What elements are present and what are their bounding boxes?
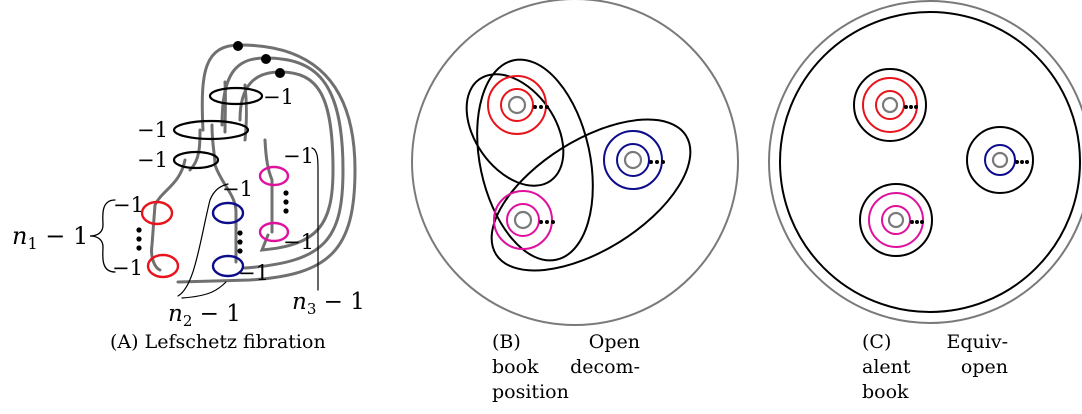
vertical-ellipsis-magenta xyxy=(283,190,289,214)
label-m1-red-top: −1 xyxy=(113,193,144,217)
strand-magenta xyxy=(263,138,274,234)
inner-boundary-circle xyxy=(779,11,1081,313)
caption-a-tag: (A) xyxy=(110,331,139,353)
strand-blue xyxy=(213,163,238,264)
strand-inner-top-2 xyxy=(243,83,248,142)
basepoint-dot-3 xyxy=(275,68,285,78)
caption-c-tag: (C) xyxy=(862,331,892,353)
ellipse-top xyxy=(465,73,565,187)
label-n2-minus-1: n2 − 1 xyxy=(168,301,241,330)
label-m1-magenta-top: −1 xyxy=(283,144,314,168)
vertical-ellipsis-red xyxy=(136,227,142,251)
blue-ring-bottom xyxy=(211,254,245,278)
blue-ring-top xyxy=(211,201,245,225)
red-ring-bottom xyxy=(146,253,180,279)
puncture-blue xyxy=(966,126,1034,194)
label-m1-top: −1 xyxy=(263,85,294,109)
equivalent-open-book-diagram xyxy=(768,0,1082,324)
leader-n2-b xyxy=(181,281,227,299)
label-m1-magenta-bottom: −1 xyxy=(283,230,314,254)
puncture-red xyxy=(487,75,549,135)
label-m1-blue-top: −1 xyxy=(222,177,253,201)
label-m1-blue-bottom: −1 xyxy=(238,261,269,285)
caption-c-word1: Equiv- xyxy=(946,331,1009,353)
strand-left-down xyxy=(188,128,202,172)
label-m1-middle: −1 xyxy=(137,148,168,172)
caption-c-line2b: open xyxy=(960,356,1008,378)
puncture-red xyxy=(853,68,927,142)
caption-b-line2b: decom- xyxy=(570,356,640,378)
caption-b: (B) Open book decom- position xyxy=(492,330,640,405)
basepoint-dot-1 xyxy=(233,41,243,51)
ellipse-top-left xyxy=(476,58,594,262)
label-m1-red-bottom: −1 xyxy=(112,256,143,280)
outer-boundary-circle xyxy=(411,0,739,326)
leader-n3 xyxy=(311,147,319,291)
puncture-magenta xyxy=(493,190,555,250)
brace-n1 xyxy=(89,199,116,273)
strand-third xyxy=(238,70,335,252)
lefschetz-fibration-diagram: −1 −1 −1 −1 −1 −1 −1 −1 −1 n1 − 1 n2 − 1… xyxy=(12,41,365,330)
basepoint-dot-2 xyxy=(261,54,271,64)
caption-b-word1: Open xyxy=(588,331,640,353)
caption-b-tag: (B) xyxy=(492,331,521,353)
red-rings xyxy=(140,200,180,279)
ring-middle xyxy=(172,150,220,170)
strand-second xyxy=(220,56,345,270)
magenta-ring-bottom xyxy=(258,221,290,243)
ring-upper xyxy=(172,119,250,141)
black-rings xyxy=(172,86,264,170)
caption-b-line3: position xyxy=(492,381,569,403)
vertical-ellipsis-blue xyxy=(237,230,243,254)
caption-c-line2a: alent xyxy=(862,356,911,378)
blue-rings xyxy=(211,201,245,278)
strands xyxy=(150,43,357,284)
caption-c-line3: book xyxy=(862,381,909,403)
label-n1-minus-1: n1 − 1 xyxy=(12,222,88,253)
caption-c: (C) Equiv- alent open book xyxy=(862,330,1008,405)
caption-a: (A) Lefschetz fibration xyxy=(110,330,330,355)
puncture-blue xyxy=(603,130,665,190)
strand-outer xyxy=(176,43,357,284)
magenta-rings xyxy=(258,165,290,243)
magenta-ring-top xyxy=(258,165,290,187)
ellipse-right xyxy=(490,118,692,272)
puncture-magenta xyxy=(859,183,933,257)
caption-b-line2a: book xyxy=(492,356,539,378)
label-m1-upper: −1 xyxy=(137,118,168,142)
label-n3-minus-1: n3 − 1 xyxy=(292,289,365,318)
outer-boundary-circle xyxy=(768,0,1082,324)
strand-left-red xyxy=(150,158,187,272)
strand-blue-top xyxy=(210,123,217,167)
page-ellipses xyxy=(465,58,692,272)
ring-top xyxy=(208,86,264,106)
open-book-decomposition-diagram xyxy=(411,0,739,326)
leader-n2-a xyxy=(177,183,229,297)
caption-a-text: Lefschetz fibration xyxy=(144,331,326,353)
red-ring-top xyxy=(140,200,174,226)
